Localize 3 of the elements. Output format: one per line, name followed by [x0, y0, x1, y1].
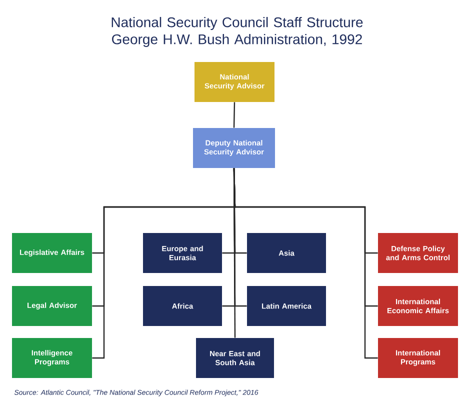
connector-line	[233, 102, 236, 128]
title: National Security Council Staff Structure George H.W. Bush Administration, 1992	[112, 16, 363, 48]
connector-line	[233, 168, 378, 359]
